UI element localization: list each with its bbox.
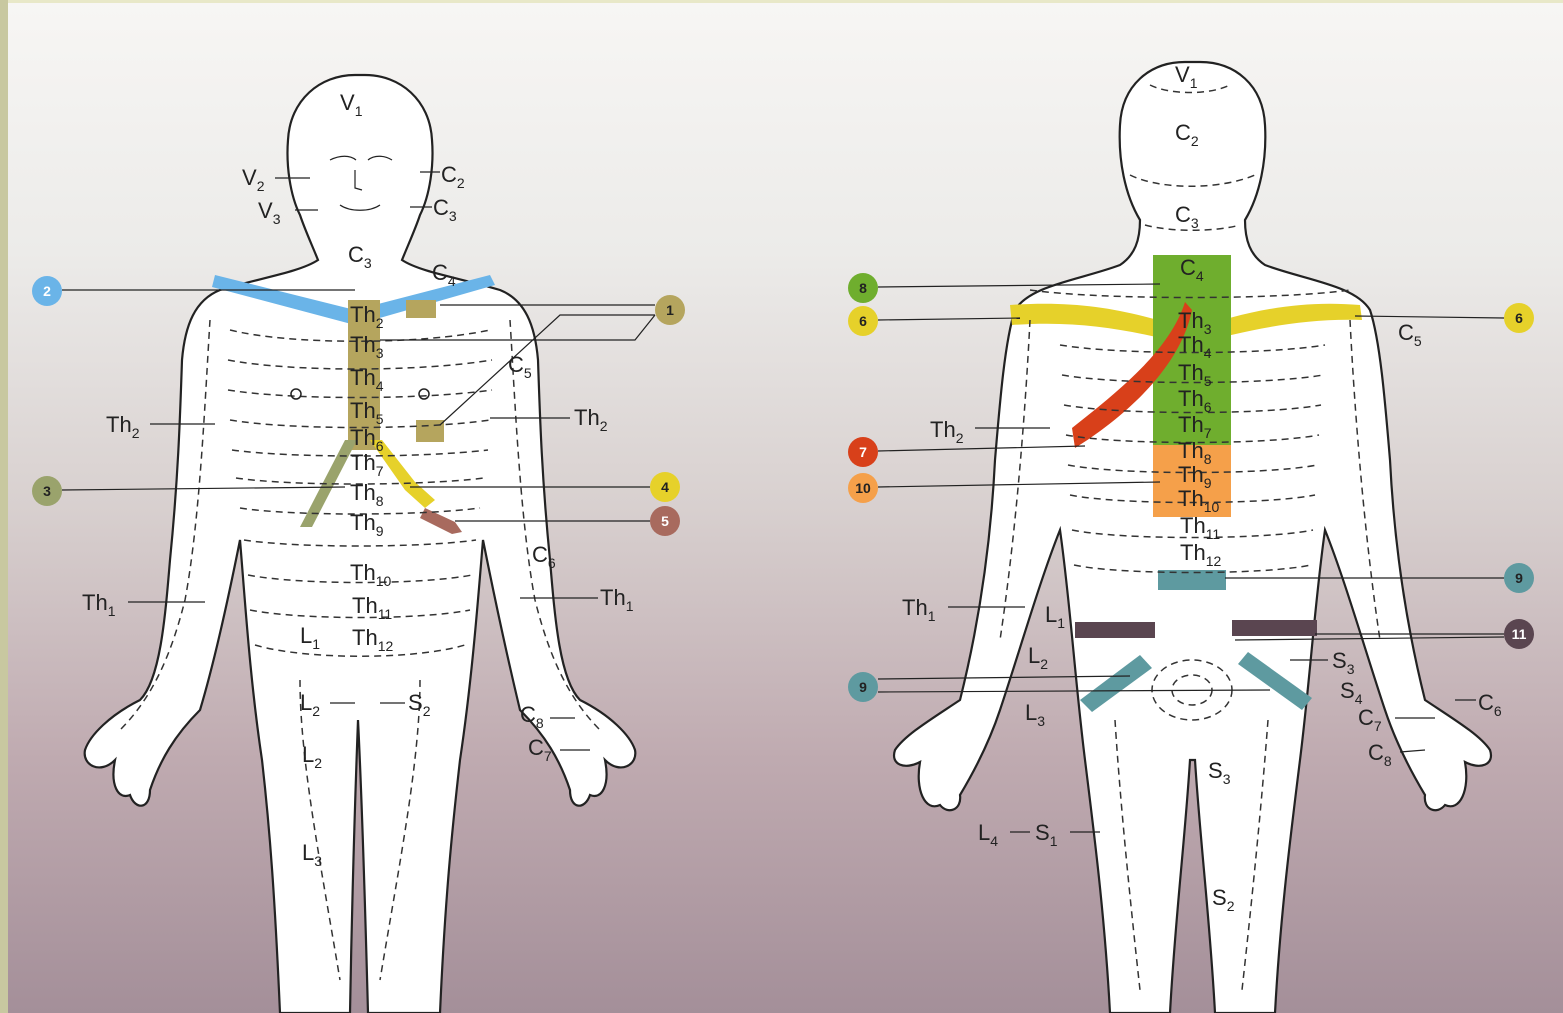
back-c8: C8 (1368, 740, 1392, 769)
front-v3: V3 (258, 198, 281, 227)
marker-8-label: 8 (859, 280, 867, 296)
front-v2: V2 (242, 165, 265, 194)
marker-2-label: 2 (43, 283, 51, 299)
front-c3-neck: C3 (433, 195, 457, 224)
marker-9-right-label: 9 (1515, 570, 1523, 586)
band-1-chest-small-bottom (416, 420, 444, 442)
marker-11-label: 11 (1512, 626, 1527, 642)
marker-6-right-label: 6 (1515, 310, 1523, 326)
back-c7: C7 (1358, 705, 1382, 734)
back-c6: C6 (1478, 690, 1502, 719)
front-th1-left: Th1 (82, 590, 116, 619)
back-s1: S1 (1035, 820, 1058, 849)
back-l4: L4 (978, 820, 998, 849)
front-c4: C4 (432, 260, 456, 289)
back-l3: L3 (1025, 700, 1045, 729)
back-l2: L2 (1028, 643, 1048, 672)
marker-10-label: 10 (855, 480, 871, 496)
marker-5-label: 5 (661, 513, 669, 529)
marker-4-label: 4 (661, 479, 669, 495)
marker-6-left-label: 6 (859, 313, 867, 329)
band-9-upper-teal (1158, 570, 1226, 590)
back-s3-hip: S3 (1332, 648, 1355, 677)
front-th1-right: Th1 (600, 585, 634, 614)
front-th2-right: Th2 (574, 405, 608, 434)
front-c6: C6 (532, 542, 556, 571)
marker-3-label: 3 (43, 483, 51, 499)
marker-9-left-label: 9 (859, 679, 867, 695)
back-l1: L1 (1045, 602, 1065, 631)
back-s4: S4 (1340, 678, 1363, 707)
band-1-chest-small-top (406, 300, 436, 318)
front-th2-left: Th2 (106, 412, 140, 441)
back-c5: C5 (1398, 320, 1422, 349)
band-11-right-dark (1232, 620, 1317, 636)
marker-1-label: 1 (666, 302, 674, 318)
front-c2: C2 (441, 162, 465, 191)
back-th2: Th2 (930, 417, 964, 446)
band-11-left-dark (1075, 622, 1155, 638)
back-th1: Th1 (902, 595, 936, 624)
marker-7-label: 7 (859, 444, 867, 460)
front-body (85, 75, 636, 1013)
